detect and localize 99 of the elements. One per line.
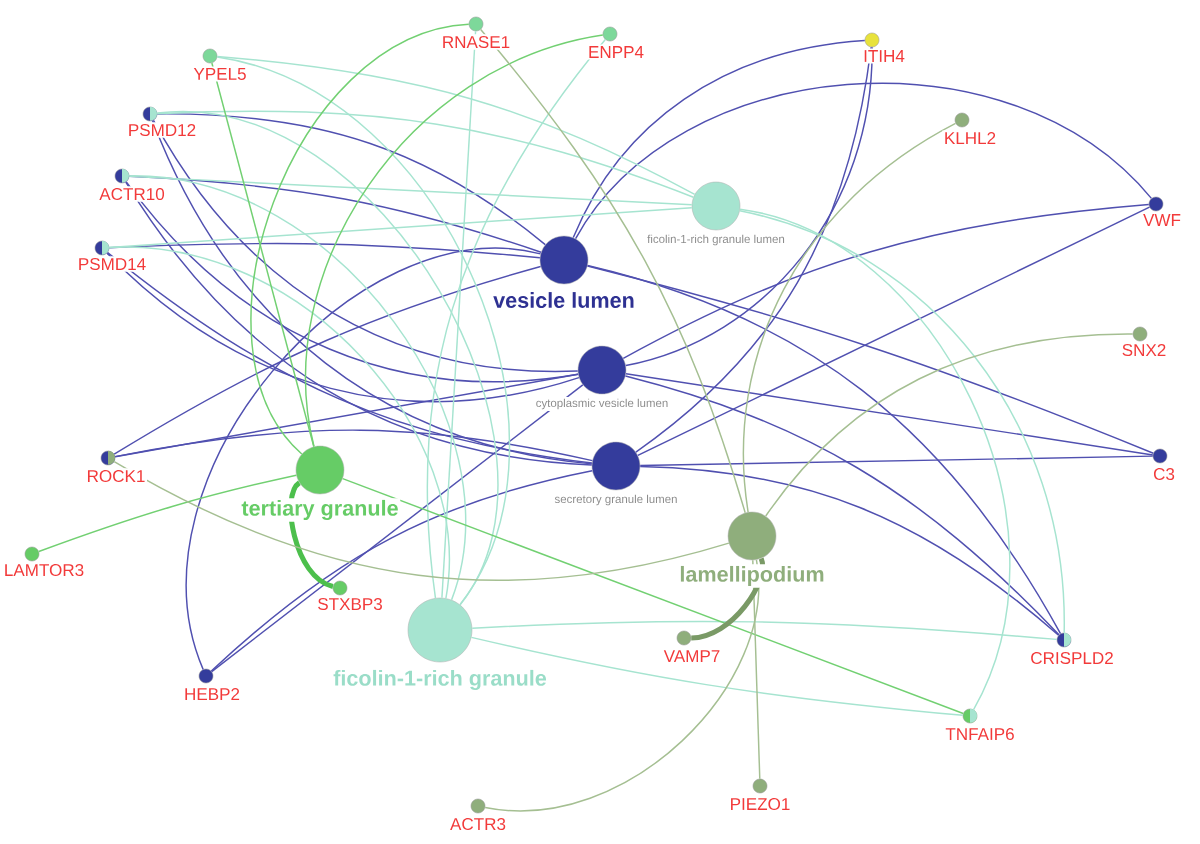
gene-dot bbox=[1056, 632, 1072, 648]
connector-line bbox=[38, 474, 298, 553]
gene-dot bbox=[676, 630, 692, 646]
gene-dot bbox=[602, 26, 618, 42]
gene-label: ROCK1 bbox=[85, 468, 147, 484]
connector-line bbox=[156, 110, 695, 198]
term-circle bbox=[577, 345, 627, 395]
connector-line bbox=[572, 39, 866, 239]
connector-line bbox=[106, 251, 593, 464]
connector-line bbox=[765, 333, 1134, 517]
connector-line bbox=[114, 429, 594, 462]
connector-line bbox=[637, 206, 1151, 457]
term-circle bbox=[295, 445, 345, 495]
connector-line bbox=[211, 384, 584, 673]
gene-label: PSMD14 bbox=[76, 256, 148, 272]
gene-label: STXBP3 bbox=[315, 596, 385, 612]
connector-line bbox=[479, 28, 746, 514]
connector-line bbox=[106, 252, 580, 402]
gene-label: ITIH4 bbox=[861, 48, 907, 64]
gene-dot bbox=[142, 106, 158, 122]
gene-dot bbox=[468, 16, 484, 32]
connector-line bbox=[156, 112, 498, 606]
connector-line bbox=[635, 46, 872, 453]
gene-label: HEBP2 bbox=[182, 686, 242, 702]
connector-line bbox=[156, 113, 546, 246]
connector-line bbox=[125, 181, 579, 383]
connector-line bbox=[211, 62, 315, 448]
gene-dot bbox=[470, 798, 486, 814]
connector-line bbox=[574, 83, 1153, 240]
connector-line bbox=[152, 119, 579, 372]
gene-label: TNFAIP6 bbox=[943, 726, 1017, 742]
gene-label: KLHL2 bbox=[942, 130, 998, 146]
connector-line bbox=[151, 120, 593, 465]
connector-line bbox=[305, 34, 604, 448]
gene-dot bbox=[1148, 196, 1164, 212]
gene-label: VAMP7 bbox=[662, 648, 722, 664]
gene-label: ENPP4 bbox=[586, 44, 646, 60]
gene-dot bbox=[1132, 326, 1148, 342]
term-label: vesicle lumen bbox=[491, 290, 637, 310]
gene-dot bbox=[864, 32, 880, 48]
connector-line bbox=[624, 375, 1060, 636]
connector-line bbox=[114, 373, 579, 458]
connector-line bbox=[471, 620, 1058, 641]
term-circle bbox=[407, 597, 473, 663]
gene-label: PIEZO1 bbox=[728, 796, 792, 812]
gene-label: SNX2 bbox=[1120, 342, 1168, 358]
connector-line bbox=[341, 477, 964, 715]
connector-line bbox=[108, 206, 693, 249]
connector-line bbox=[484, 559, 760, 812]
connector-line bbox=[639, 465, 1060, 636]
gene-dot bbox=[1152, 448, 1168, 464]
gene-dot bbox=[332, 580, 348, 596]
gene-label: LAMTOR3 bbox=[2, 562, 86, 578]
connector-line bbox=[216, 55, 696, 196]
connector-line bbox=[128, 175, 466, 601]
gene-label: ACTR10 bbox=[97, 186, 167, 202]
gene-dot bbox=[24, 546, 40, 562]
term-circle bbox=[539, 235, 589, 285]
connector-line bbox=[251, 23, 470, 455]
connector-line bbox=[586, 264, 1062, 635]
connector-line bbox=[108, 246, 451, 599]
connector-line bbox=[441, 30, 477, 599]
gene-label: RNASE1 bbox=[440, 34, 512, 50]
term-label: tertiary granule bbox=[239, 498, 401, 522]
connector-line bbox=[210, 469, 593, 672]
term-circle bbox=[691, 181, 741, 231]
connector-line bbox=[470, 636, 964, 717]
connector-line bbox=[216, 56, 511, 606]
connector-line bbox=[622, 203, 1150, 360]
connector-line bbox=[186, 247, 542, 671]
term-label: ficolin-1-rich granule bbox=[331, 668, 549, 692]
gene-label: VWF bbox=[1141, 212, 1183, 228]
gene-dot bbox=[94, 240, 110, 256]
connector-line bbox=[113, 265, 542, 455]
term-circle bbox=[727, 511, 777, 561]
connector-line bbox=[625, 372, 1154, 456]
gene-dot bbox=[198, 668, 214, 684]
gene-label: PSMD12 bbox=[126, 122, 198, 138]
gene-dot bbox=[114, 168, 130, 184]
connector-line bbox=[426, 38, 607, 599]
gene-label: CRISPLD2 bbox=[1028, 650, 1116, 666]
gene-label: C3 bbox=[1151, 466, 1177, 482]
connector-line bbox=[586, 265, 1154, 454]
connector-line bbox=[739, 210, 1065, 634]
connector-line bbox=[625, 46, 873, 367]
gene-dot bbox=[752, 778, 768, 794]
connector-line bbox=[125, 181, 593, 466]
connector-line bbox=[639, 455, 1154, 467]
gene-dot bbox=[100, 450, 116, 466]
gene-dot bbox=[962, 708, 978, 724]
connector-line bbox=[739, 208, 1011, 711]
gene-label: ACTR3 bbox=[448, 816, 508, 832]
gene-dot bbox=[954, 112, 970, 128]
term-circle bbox=[591, 441, 641, 491]
connector-line bbox=[113, 461, 730, 581]
connector-line bbox=[743, 122, 957, 513]
gene-dot bbox=[202, 48, 218, 64]
gene-label: YPEL5 bbox=[191, 66, 249, 82]
term-label: lamellipodium bbox=[677, 564, 827, 588]
